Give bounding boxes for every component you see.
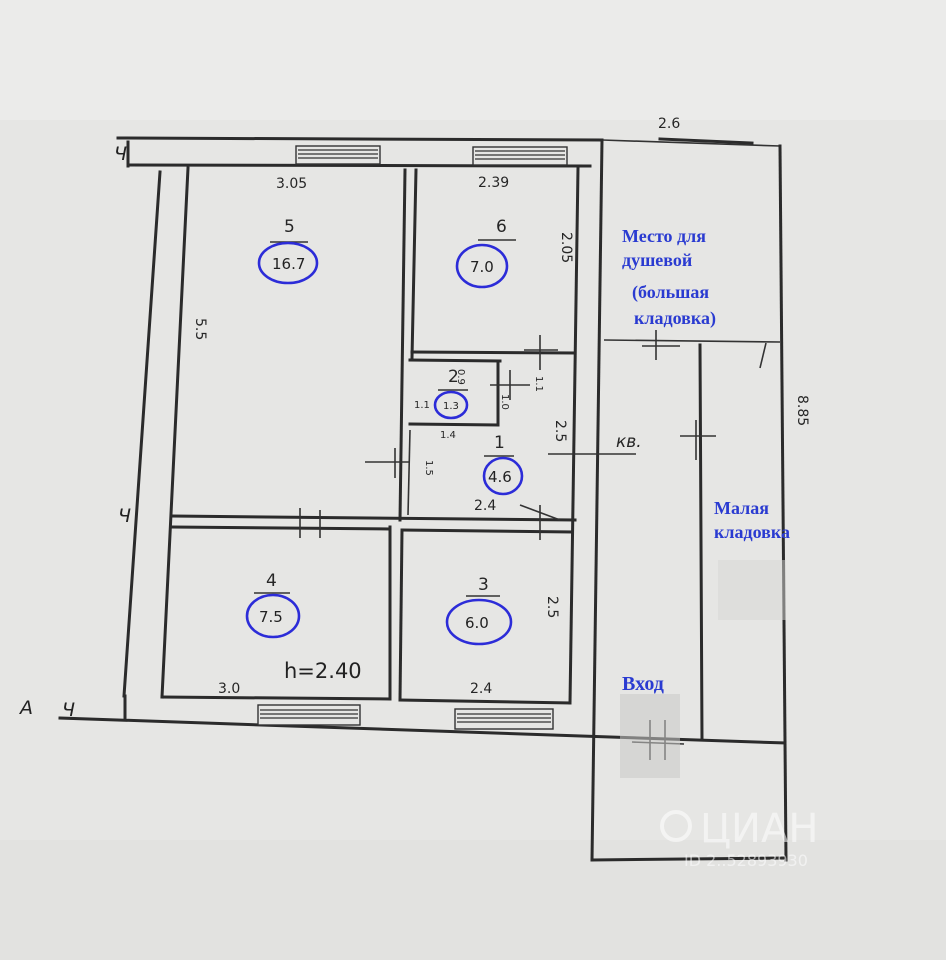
room-area: 1.3 (443, 401, 459, 412)
small-storage-label-line2: кладовка (714, 522, 790, 542)
axis-mark-left-top: Ч (114, 143, 127, 165)
blur-patch (718, 560, 786, 620)
room-2: 2 1.3 (433, 367, 469, 420)
dim-bath-right: 1.0 (499, 394, 510, 410)
dim-bath-left: 1.1 (414, 400, 430, 411)
dim-right-height: 8.85 (794, 395, 810, 426)
ceiling-height: h=2.40 (284, 659, 362, 683)
area-circle (445, 598, 513, 646)
dim-room5-height: 5.5 (192, 318, 208, 340)
blur-patch (620, 694, 680, 778)
room-area: 6.0 (465, 614, 489, 632)
watermark: ЦИАН ID 2..52893930 (660, 806, 818, 870)
axis-mark-bottom: Ч (62, 699, 75, 721)
big-storage-label-line2: кладовка) (634, 308, 716, 329)
small-storage-label-line1: Малая (714, 498, 769, 518)
dim-room3-width: 2.4 (470, 681, 492, 697)
room-number: 6 (496, 217, 507, 237)
room-area: 7.0 (470, 258, 494, 276)
annotations: Место для душевой (большая кладовка) Мал… (622, 226, 790, 695)
room-5: 5 16.7 (257, 217, 319, 285)
room-number: 1 (494, 433, 505, 453)
room-1: 1 4.6 (482, 433, 524, 496)
room-3: 3 6.0 (445, 575, 513, 646)
axis-label-a: А (18, 697, 33, 719)
watermark-logo-icon (660, 810, 692, 842)
dim-room5-width: 3.05 (276, 176, 307, 192)
room-number: 3 (478, 575, 489, 595)
shower-label-line2: душевой (622, 250, 692, 270)
watermark-brand: ЦИАН (700, 806, 818, 852)
room-number: 5 (284, 217, 295, 237)
dim-hall-bottom: 2.4 (474, 498, 496, 514)
room-4: 4 7.5 (245, 571, 301, 639)
room-area: 7.5 (259, 608, 283, 626)
entrance-label: Вход (622, 673, 664, 695)
dim-door-width: 1.5 (423, 460, 434, 476)
area-circle (245, 593, 301, 639)
area-circle (433, 390, 469, 420)
apartment-mark: кв. (616, 432, 642, 452)
shower-label-line1: Место для (622, 226, 706, 246)
dim-room3-height: 2.5 (544, 596, 560, 618)
area-circle (455, 243, 509, 289)
dim-hall-height: 2.5 (552, 420, 568, 442)
dim-top-right-ext: 2.6 (658, 116, 680, 132)
dim-room6-width: 2.39 (478, 175, 509, 191)
dim-room6-height: 2.05 (558, 232, 574, 263)
room-6: 6 7.0 (455, 217, 516, 289)
windows (257, 145, 568, 730)
big-storage-label-line1: (большая (632, 282, 709, 303)
axis-marks: Ч Ч Ч А (18, 143, 131, 721)
room-number: 4 (266, 571, 277, 591)
room-number: 2 (448, 367, 459, 387)
dimensions: 2.6 3.05 2.39 2.05 5.5 8.85 0.9 1.1 1.0 … (192, 116, 810, 697)
dim-bath-top: 0.9 (455, 369, 466, 385)
dim-hall-side: 1.1 (533, 376, 544, 392)
dim-bath-bottom: 1.4 (440, 430, 456, 441)
dim-room4-width: 3.0 (218, 681, 240, 697)
area-circle (257, 241, 319, 285)
room-area: 16.7 (272, 255, 305, 273)
area-circle (482, 456, 524, 496)
room-area: 4.6 (488, 468, 512, 486)
axis-mark-left-mid: Ч (118, 505, 131, 527)
watermark-id: ID 2..52893930 (684, 851, 808, 870)
